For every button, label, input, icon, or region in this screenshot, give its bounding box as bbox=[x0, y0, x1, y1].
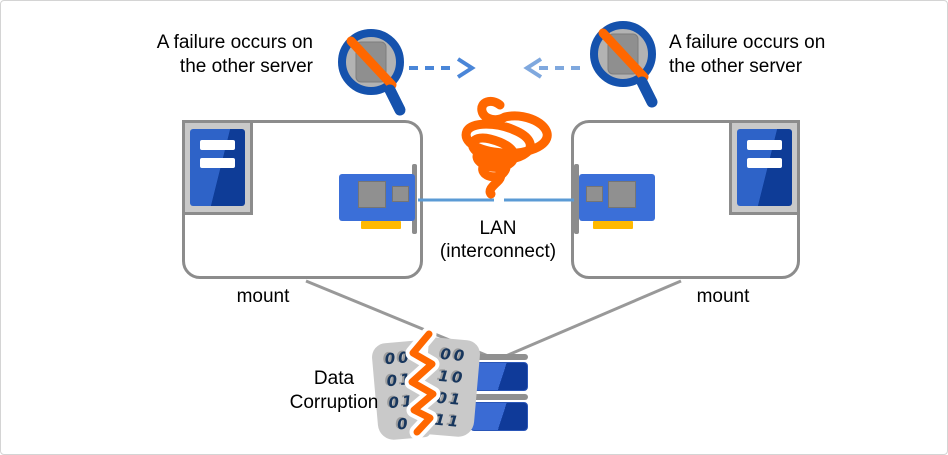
failure-label-right-line2: the other server bbox=[669, 56, 803, 77]
server-tower-body bbox=[190, 129, 245, 206]
nic-card-right-icon bbox=[579, 174, 655, 229]
server-tower-left-icon bbox=[182, 120, 253, 215]
server-slot bbox=[747, 158, 782, 168]
server-tower-right-icon bbox=[729, 120, 800, 215]
server-slot bbox=[200, 140, 235, 150]
failure-label-left: A failure occurs on the other server bbox=[121, 31, 313, 79]
failure-label-right-line1: A failure occurs on bbox=[669, 32, 826, 53]
disk-unit bbox=[470, 362, 528, 391]
dashed-arrow-right-icon bbox=[409, 57, 476, 79]
lan-label: LAN (interconnect) bbox=[428, 217, 568, 263]
lan-label-line2: (interconnect) bbox=[439, 241, 557, 262]
disk-unit bbox=[470, 402, 528, 431]
nic-bracket-right bbox=[574, 164, 579, 234]
data-corruption-label: Data Corruption bbox=[259, 367, 409, 415]
nic-card-left-icon bbox=[339, 174, 415, 229]
nic-chip-large bbox=[358, 181, 386, 208]
binary-row: 11 bbox=[433, 410, 463, 432]
broken-connection-spiral-icon bbox=[461, 96, 552, 199]
server-tower-body bbox=[737, 129, 792, 206]
mount-lines bbox=[305, 279, 682, 360]
corrupted-data-right-half: 00 10 01 11 bbox=[420, 336, 482, 439]
shared-disk-icon bbox=[470, 354, 528, 434]
disk-top-bar bbox=[470, 394, 528, 400]
mount-label-right: mount bbox=[696, 286, 750, 307]
dashed-arrow-left-icon bbox=[523, 57, 587, 79]
nic-chip-large bbox=[608, 181, 636, 208]
nic-chip-small bbox=[392, 186, 409, 202]
server-slot bbox=[200, 158, 235, 168]
server-slot bbox=[747, 140, 782, 150]
nic-chip-small bbox=[586, 186, 603, 202]
disk-top-bar bbox=[470, 354, 528, 360]
nic-connector bbox=[361, 221, 401, 229]
data-corruption-line1: Data bbox=[313, 368, 355, 389]
failure-magnifier-right-icon bbox=[590, 21, 658, 108]
mount-label-left: mount bbox=[236, 286, 290, 307]
failure-label-left-line2: the other server bbox=[179, 56, 313, 77]
failure-label-right: A failure occurs on the other server bbox=[669, 31, 879, 79]
nic-connector bbox=[593, 221, 633, 229]
data-corruption-line2: Corruption bbox=[289, 392, 379, 413]
failure-magnifier-left-icon bbox=[338, 29, 406, 116]
lan-label-line1: LAN bbox=[479, 218, 517, 239]
failure-label-left-line1: A failure occurs on bbox=[156, 32, 313, 53]
